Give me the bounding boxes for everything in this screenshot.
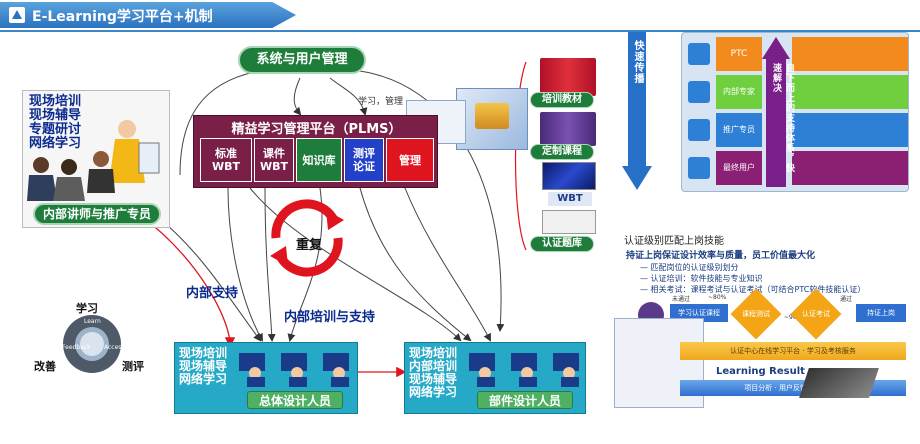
bottom-up-text: 自下而上的支持体系，快速解决 bbox=[771, 63, 794, 173]
flow-step-certified: 持证上岗 bbox=[856, 304, 906, 322]
platform-screenshot bbox=[456, 88, 528, 150]
parts-designers-icon bbox=[469, 353, 579, 387]
flow-step-test-label: 课程测试 bbox=[742, 310, 770, 318]
plms-platform: 精益学习管理平台（PLMS） 标准 WBT 课件 WBT 知识库 测评 论证 管… bbox=[193, 115, 438, 188]
general-team-label: 总体设计人员 bbox=[247, 391, 343, 409]
cycle-learn-label: 学习 bbox=[76, 302, 98, 315]
cert-title: 认证级别匹配上岗技能 bbox=[624, 236, 724, 247]
study-manage-label: 学习，管理 bbox=[358, 97, 404, 107]
flow-label-pass: 通过 bbox=[840, 296, 853, 303]
ptc-avatar bbox=[688, 43, 710, 65]
cycle-ring-access: Access bbox=[104, 344, 125, 351]
lecturer-group: 现场培训 现场辅导 专题研讨 网络学习 内部讲师与推广专员 bbox=[22, 90, 170, 228]
module-standard-wbt: 标准 WBT bbox=[200, 138, 252, 182]
flow-step-course: 学习认证课程 bbox=[670, 304, 728, 322]
textbooks-image bbox=[540, 58, 596, 96]
cert-sub-2: — 认证培训：软件技能与专业知识 bbox=[640, 274, 763, 283]
parts-team-methods: 现场培训 内部培训 现场辅导 网络学习 bbox=[409, 346, 458, 399]
flow-label-fail: 未通过 bbox=[672, 296, 691, 303]
cycle-evaluate-label: 测评 bbox=[122, 360, 144, 373]
row-tag-promoter: 推广专员 bbox=[716, 113, 762, 147]
system-user-management: 系统与用户管理 bbox=[238, 46, 366, 74]
general-team-methods: 现场培训 现场辅导 网络学习 bbox=[179, 346, 228, 386]
cert-sub-1: — 匹配岗位的认证级别划分 bbox=[640, 263, 739, 272]
cycle-ring-learn: Learn bbox=[84, 318, 101, 325]
internal-support-label: 内部支持 bbox=[186, 286, 239, 301]
resource-question-bank: 认证题库 bbox=[530, 236, 594, 252]
down-arrow-icon bbox=[622, 32, 652, 190]
resource-custom-courses: 定制课程 bbox=[530, 144, 594, 160]
repeat-label: 重复 bbox=[296, 238, 323, 253]
people-group-icon bbox=[87, 120, 160, 193]
enduser-avatar bbox=[688, 157, 710, 179]
row-tag-ptc: PTC bbox=[716, 37, 762, 71]
learning-cycle-icon bbox=[63, 315, 121, 373]
learning-result: Learning Result bbox=[716, 366, 805, 377]
parts-team-label: 部件设计人员 bbox=[477, 391, 573, 409]
screenshot-graphic bbox=[475, 103, 509, 129]
module-knowledge-base: 知识库 bbox=[296, 138, 342, 182]
header-banner bbox=[0, 2, 296, 28]
header-divider bbox=[0, 30, 920, 32]
row-icons bbox=[688, 39, 712, 179]
row-bars bbox=[762, 37, 908, 187]
flow-percent-1: ~80% bbox=[708, 294, 727, 301]
page-header: E-Learning学习平台+机制 bbox=[0, 0, 920, 34]
logo-icon bbox=[9, 7, 25, 23]
cycle-improve-label: 改善 bbox=[34, 360, 56, 373]
cycle-ring-feedback: Feedback bbox=[62, 344, 91, 351]
resource-textbooks: 培训教材 bbox=[530, 92, 594, 108]
platform-title: 精益学习管理平台（PLMS） bbox=[231, 122, 402, 137]
wbt-image bbox=[542, 162, 596, 190]
lecturer-methods: 现场培训 现场辅导 专题研讨 网络学习 bbox=[29, 94, 82, 151]
question-bank-image bbox=[542, 210, 596, 234]
custom-courses-image bbox=[540, 112, 596, 146]
module-management: 管理 bbox=[386, 138, 434, 182]
row-tag-enduser: 最终用户 bbox=[716, 151, 762, 185]
module-courseware-wbt: 课件 WBT bbox=[254, 138, 294, 182]
top-down-text: 自上而下的培训体系，快速传播 bbox=[632, 40, 658, 150]
page-title: E-Learning学习平台+机制 bbox=[32, 9, 213, 25]
lecturer-label: 内部讲师与推广专员 bbox=[33, 203, 161, 225]
support-system-panel: PTC 内部专家 推广专员 最终用户 自下而上的支持体系，快速解决 bbox=[681, 32, 909, 192]
repeat-cycle-icon bbox=[270, 199, 344, 277]
internal-training-label: 内部培训与支持 bbox=[284, 310, 376, 325]
promoter-avatar bbox=[688, 119, 710, 141]
top-down-arrow: 自上而下的培训体系，快速传播 bbox=[622, 32, 658, 190]
cert-sub-3: — 相关考试：课程考试与认证考试（可结合PTC软件技能认证） bbox=[640, 285, 866, 294]
designers-icon bbox=[239, 353, 349, 387]
cert-bullet: 持证上岗保证设计效率与质量，员工价值最大化 bbox=[626, 251, 816, 261]
expert-avatar bbox=[688, 81, 710, 103]
resource-wbt: WBT bbox=[548, 192, 592, 206]
module-assessment: 测评 论证 bbox=[344, 138, 384, 182]
cert-platform-bar: 认证中心在线学习平台 · 学习及考核服务 bbox=[680, 342, 906, 360]
row-tag-expert: 内部专家 bbox=[716, 75, 762, 109]
audience-icon bbox=[27, 157, 85, 201]
general-design-team: 现场培训 现场辅导 网络学习 总体设计人员 bbox=[174, 342, 358, 414]
parts-design-team: 现场培训 内部培训 现场辅导 网络学习 部件设计人员 bbox=[404, 342, 586, 414]
flow-step-exam-label: 认证考试 bbox=[802, 310, 830, 318]
result-board-image bbox=[799, 368, 879, 398]
